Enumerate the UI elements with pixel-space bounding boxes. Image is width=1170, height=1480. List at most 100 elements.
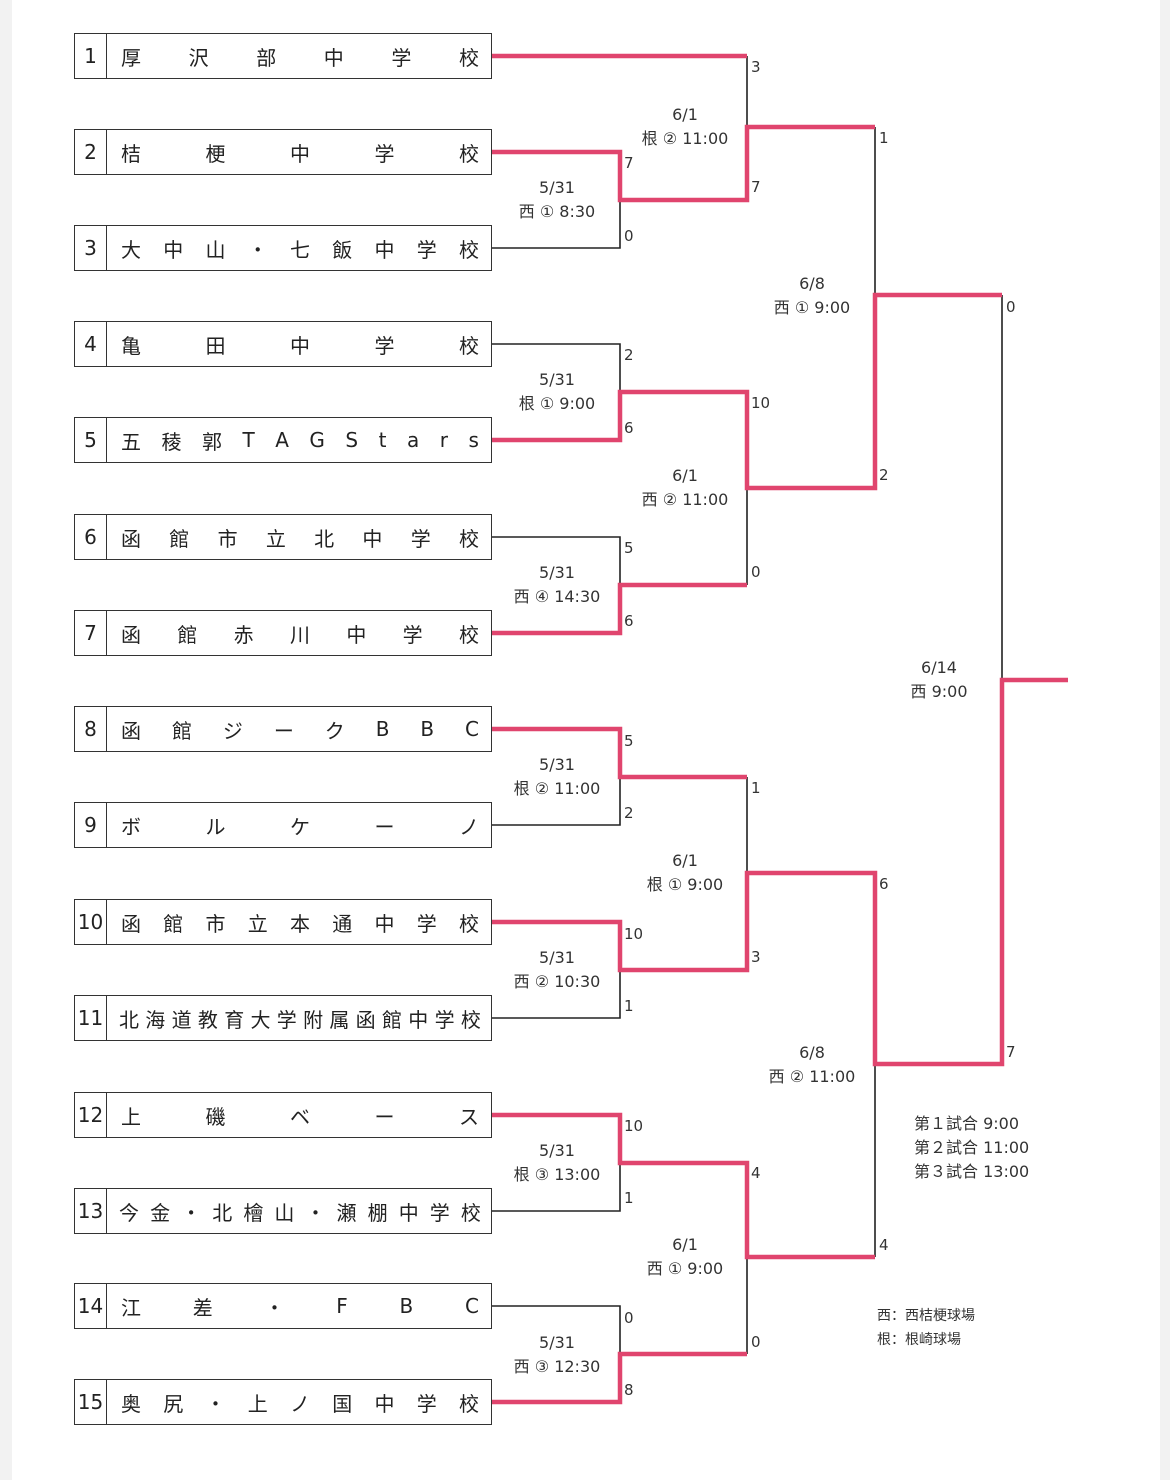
team-name-char: ・ [264,1295,285,1320]
team-name-char: ・ [181,1200,202,1225]
score: 3 [751,58,761,76]
team-name-char: 中 [374,237,395,262]
win-team-5 [492,292,1002,491]
team-name: 桔梗中学校 [107,130,491,174]
team-seed: 4 [75,322,107,366]
team-row: 4 亀田中学校 [74,321,492,367]
match-venue-time: 根 ② 11:00 [513,779,601,798]
team-name: ボルケーノ [107,803,491,847]
team-name-char: 中 [408,1007,429,1032]
team-name-char: 函 [121,622,141,647]
team-name-char: 金 [150,1200,171,1225]
match-info-r2-c: 6/1 根 ① 9:00 [630,849,740,897]
team-name-char: 中 [323,45,344,70]
team-name-char: 差 [192,1295,213,1320]
team-name-char: S [345,428,359,452]
team-name-char: 函 [121,526,141,551]
team-name: 厚沢部中学校 [107,34,491,78]
team-name: 函館赤川中学校 [107,611,491,655]
win-team-8 [492,726,747,780]
team-name-char: a [406,428,420,452]
match-date: 5/31 [539,755,575,774]
team-name-char: 尻 [163,1391,184,1416]
team-name-char: 館 [169,526,190,551]
score: 4 [879,1236,889,1254]
score: 0 [624,227,634,245]
team-name: 亀田中学校 [107,322,491,366]
team-name-char: 道 [171,1007,192,1032]
score: 6 [879,875,889,893]
team-name-char: 附 [303,1007,324,1032]
team-row: 6 函館市立北中学校 [74,514,492,560]
team-name-char: 部 [256,45,277,70]
score: 6 [624,419,634,437]
team-name-char: 棚 [367,1200,388,1225]
loser-lines [492,56,1003,1354]
team-name-char: ル [205,814,226,839]
match-date: 5/31 [539,563,575,582]
match-venue-time: 西 ② 11:00 [641,490,729,509]
winner-lines [492,53,1068,1405]
team-name-char: 上 [121,1104,141,1129]
schedule-note: 第３試合 13:00 [914,1162,1030,1181]
score: 1 [624,997,634,1015]
line-team-11 [492,970,621,1019]
team-name-char: F [336,1294,348,1318]
match-info-r2-d: 6/1 西 ① 9:00 [630,1233,740,1281]
match-info-sf-top: 6/8 西 ① 9:00 [757,272,867,320]
team-name-char: t [378,428,387,452]
team-row: 7 函館赤川中学校 [74,610,492,656]
match-info-sf-bottom: 6/8 西 ② 11:00 [757,1041,867,1089]
team-name-char: 中 [362,526,383,551]
team-name-char: 校 [460,1007,481,1032]
match-venue-time: 西 ④ 14:30 [513,587,601,606]
team-name-char: 五 [121,429,141,454]
team-name-char: 北 [212,1200,233,1225]
team-name-char: 中 [163,237,184,262]
score: 0 [1006,298,1016,316]
team-name-char: 育 [224,1007,245,1032]
team-name-char: r [439,428,448,452]
team-seed: 8 [75,707,107,751]
score: 6 [624,612,634,630]
line-team-13 [492,1163,621,1212]
team-name-char: 館 [177,622,198,647]
team-name-char: ・ [305,1200,326,1225]
team-name-char: 市 [217,526,238,551]
team-name-char: 稜 [161,429,182,454]
team-name-char: 中 [346,622,367,647]
team-name-char: 属 [329,1007,350,1032]
team-name-char: 磯 [205,1104,226,1129]
line-team-4 [492,343,621,392]
team-name-char: 校 [458,45,479,70]
team-name: 函館市立北中学校 [107,515,491,559]
team-name-char: 立 [247,911,268,936]
score: 7 [624,154,634,172]
match-venue-time: 西 ③ 12:30 [513,1357,601,1376]
team-name-char: 山 [274,1200,295,1225]
team-name-char: ケ [290,814,310,839]
team-seed: 10 [75,900,107,944]
score: 2 [624,346,634,364]
team-name: 奥尻・上ノ国中学校 [107,1380,491,1424]
team-name-char: 上 [247,1391,268,1416]
team-name-char: 厚 [121,45,141,70]
match-date: 5/31 [539,1333,575,1352]
team-name-char: 校 [459,911,479,936]
team-name-char: B [420,717,435,741]
team-name-char: 奥 [121,1391,141,1416]
team-name-char: 学 [429,1200,450,1225]
score: 5 [624,539,634,557]
team-row: 9 ボルケーノ [74,802,492,848]
team-name-char: 校 [459,1391,479,1416]
team-name-char: 瀬 [336,1200,357,1225]
match-venue-time: 根 ① 9:00 [646,875,724,894]
match-info-r1-6v7: 5/31 西 ④ 14:30 [502,561,612,609]
team-name-char: 中 [290,141,310,166]
team-name-char: 山 [205,237,226,262]
score: 7 [751,178,761,196]
